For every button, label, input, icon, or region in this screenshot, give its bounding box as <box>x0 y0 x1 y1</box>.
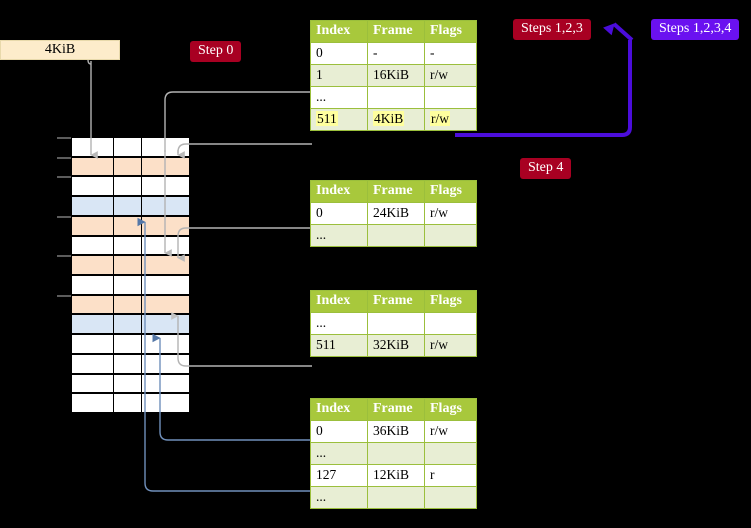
memory-frame-row <box>71 196 190 216</box>
memory-frame-tick <box>57 156 71 159</box>
memory-frame-row <box>71 294 190 315</box>
table-cell: ... <box>310 86 368 109</box>
table-header-frame: Frame <box>367 290 425 313</box>
table-cell <box>367 442 425 465</box>
memory-frame-tick <box>57 176 71 179</box>
physical-memory-column <box>57 137 190 413</box>
table-cell: ... <box>310 224 368 247</box>
table-cell: 127 <box>310 464 368 487</box>
table-cell: - <box>424 42 477 65</box>
table-cell <box>424 224 477 247</box>
table-cell: 32KiB <box>367 334 425 357</box>
table-cell: - <box>367 42 425 65</box>
table-header-index: Index <box>310 290 368 313</box>
memory-column-divider <box>113 137 114 413</box>
highlighted-value: 4KiB <box>373 111 405 126</box>
table-cell: r/w <box>424 334 477 357</box>
table-header-index: Index <box>310 180 368 203</box>
memory-frame-row <box>71 235 190 256</box>
table-row: ... <box>310 224 477 247</box>
badge-step-4: Step 4 <box>520 158 572 179</box>
memory-frame-tick <box>57 137 71 139</box>
table-cell: 0 <box>310 420 368 443</box>
table-cell: 0 <box>310 202 368 225</box>
memory-frame-row <box>71 255 190 275</box>
table-header-index: Index <box>310 20 368 43</box>
table-cell <box>424 312 477 335</box>
table-cell <box>367 486 425 509</box>
memory-frame-row <box>71 275 190 295</box>
table-cell: 1 <box>310 64 368 87</box>
table-cell: ... <box>310 442 368 465</box>
table-header-flags: Flags <box>424 180 477 203</box>
table-header-index: Index <box>310 398 368 421</box>
memory-frame-row <box>71 137 190 157</box>
table-cell <box>424 442 477 465</box>
table-cell <box>367 312 425 335</box>
memory-frame-row <box>71 393 190 413</box>
memory-frame-row <box>71 215 190 236</box>
table-header-frame: Frame <box>367 180 425 203</box>
table-cell: ... <box>310 486 368 509</box>
table-cell: r <box>424 464 477 487</box>
table-cell: 12KiB <box>367 464 425 487</box>
table-row: ... <box>310 86 477 109</box>
table-header-flags: Flags <box>424 398 477 421</box>
table-cell: ... <box>310 312 368 335</box>
badge-steps-123: Steps 1,2,3 <box>513 19 591 40</box>
highlighted-value: r/w <box>430 111 450 126</box>
table-cell: 16KiB <box>367 64 425 87</box>
table-cell <box>424 486 477 509</box>
table-cell: r/w <box>424 108 477 131</box>
page-size-label: 4KiB <box>0 40 120 60</box>
table-row: ... <box>310 486 477 509</box>
memory-frame-row <box>71 314 190 335</box>
memory-column-divider <box>141 137 142 413</box>
memory-frame-row <box>71 334 190 354</box>
table-header-flags: Flags <box>424 20 477 43</box>
memory-frame-tick <box>57 294 71 297</box>
table-cell: 24KiB <box>367 202 425 225</box>
memory-frame-row <box>71 156 190 177</box>
table-row: 511 4KiB r/w <box>310 108 477 131</box>
table-cell: 511 <box>310 108 368 131</box>
table-cell <box>424 86 477 109</box>
badge-step-0: Step 0 <box>190 41 242 62</box>
table-cell: r/w <box>424 64 477 87</box>
table-row: 0-- <box>310 42 477 65</box>
memory-frame-tick <box>57 215 71 218</box>
table-header-frame: Frame <box>367 398 425 421</box>
table-row: ... <box>310 312 477 335</box>
table-cell <box>367 86 425 109</box>
table-cell: 36KiB <box>367 420 425 443</box>
table-row: ... <box>310 442 477 465</box>
table-header-flags: Flags <box>424 290 477 313</box>
table-cell: r/w <box>424 202 477 225</box>
memory-frame-row <box>71 353 190 374</box>
highlighted-value: 511 <box>316 111 338 126</box>
table-cell: 4KiB <box>367 108 425 131</box>
table-header-frame: Frame <box>367 20 425 43</box>
memory-frame-row <box>71 373 190 394</box>
table-cell <box>367 224 425 247</box>
table-cell: r/w <box>424 420 477 443</box>
memory-frame-row <box>71 176 190 197</box>
badge-steps-1234: Steps 1,2,3,4 <box>651 19 740 40</box>
table-cell: 511 <box>310 334 368 357</box>
table-cell: 0 <box>310 42 368 65</box>
memory-frame-tick <box>57 255 71 258</box>
